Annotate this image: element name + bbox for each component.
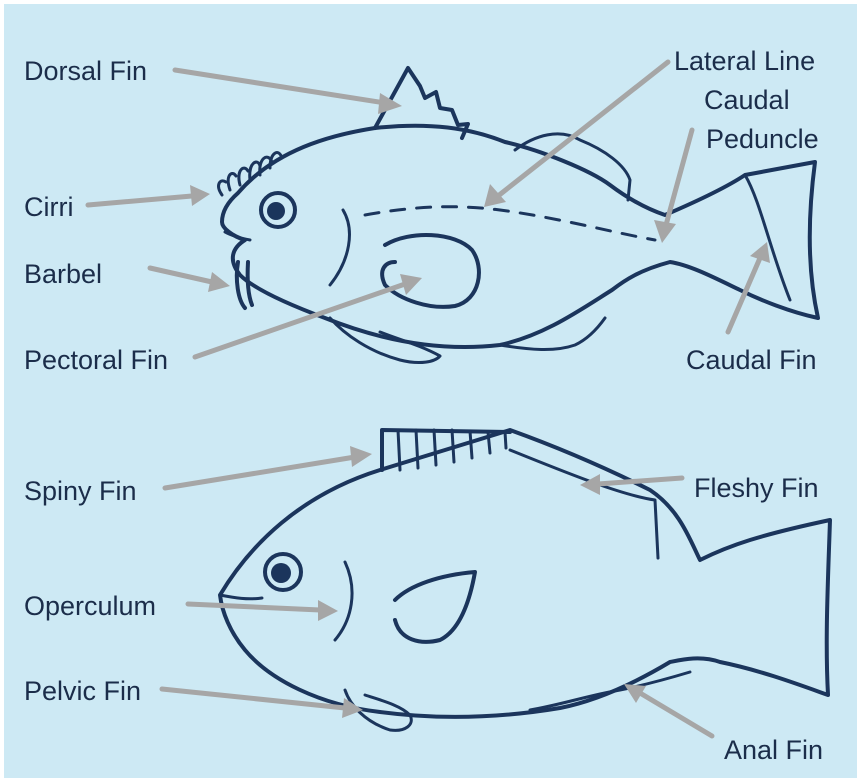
arrow-lateral-line [484, 62, 668, 207]
label-anal-fin: Anal Fin [724, 737, 823, 764]
operculum-arc [335, 562, 352, 640]
label-pectoral-fin: Pectoral Fin [24, 347, 168, 374]
bottom-anal-fin-shape [530, 672, 690, 710]
label-fleshy-fin: Fleshy Fin [694, 475, 819, 502]
arrow-dorsal-fin [175, 70, 402, 114]
label-caudal-peduncle-line2: Peduncle [706, 126, 819, 153]
arrow-fleshy-fin [580, 474, 682, 495]
label-caudal-fin: Caudal Fin [686, 347, 817, 374]
label-dorsal-fin: Dorsal Fin [24, 58, 147, 85]
barbel-shape [237, 262, 252, 308]
arrow-anal-fin [624, 684, 712, 736]
label-cirri: Cirri [24, 194, 73, 221]
arrow-cirri [88, 185, 210, 206]
top-anal-fin-shape [500, 318, 605, 350]
label-barbel: Barbel [24, 261, 102, 288]
top-fish-body-outline [222, 126, 818, 347]
pectoral-fin-shape [382, 235, 479, 307]
cirri-shape [219, 153, 282, 195]
bottom-mouth [220, 595, 262, 599]
diagram-canvas: Dorsal Fin Lateral Line Caudal Peduncle … [4, 4, 857, 778]
bottom-pectoral-fin-shape [395, 572, 475, 642]
arrow-barbel [150, 268, 230, 292]
fish-diagram-svg [4, 4, 857, 778]
pointer-arrows [88, 62, 770, 736]
label-pelvic-fin: Pelvic Fin [24, 678, 141, 705]
fleshy-fin-shape [510, 450, 658, 558]
label-spiny-fin: Spiny Fin [24, 478, 137, 505]
top-gill-arc [330, 210, 349, 285]
arrow-operculum [188, 600, 338, 621]
label-lateral-line: Lateral Line [674, 48, 815, 75]
bottom-eye-pupil [271, 563, 291, 583]
arrow-caudal-peduncle [654, 130, 692, 243]
label-operculum: Operculum [24, 593, 156, 620]
arrow-spiny-fin [165, 446, 372, 488]
top-eye-pupil [267, 202, 285, 220]
label-caudal-peduncle-line1: Caudal [704, 87, 790, 114]
